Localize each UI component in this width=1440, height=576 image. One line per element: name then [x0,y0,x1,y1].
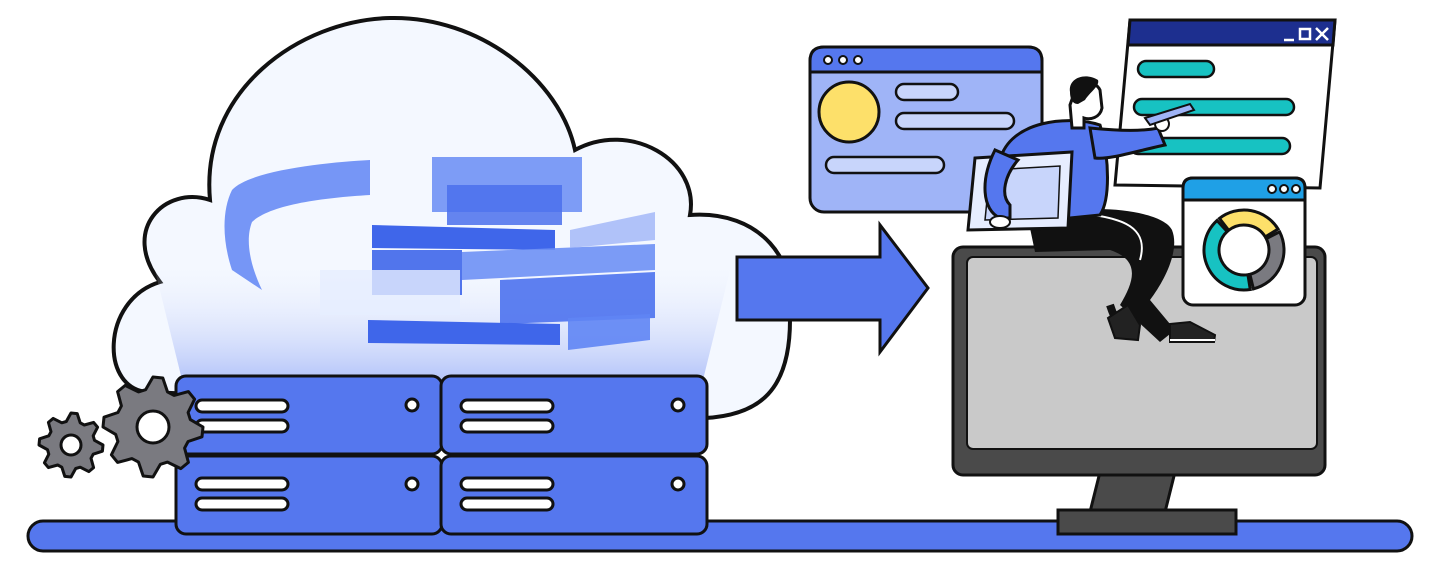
person-icon [966,76,1217,343]
donut-chart-icon [1202,208,1286,292]
server-unit [439,374,709,456]
donut-slice-teal [1202,218,1252,292]
server-unit [174,454,444,536]
pen-icon [1143,102,1196,127]
gear-icon [37,411,105,479]
window-controls-icon [1284,27,1329,42]
task-window [1113,18,1337,190]
arrow-right-icon [735,220,930,357]
avatar [817,80,881,144]
server-rack-icon [174,374,709,536]
chart-window [1181,176,1307,307]
server-unit [174,374,444,456]
server-unit [439,454,709,536]
donut-slice-gray [1248,229,1286,291]
hologram-data-rings [224,157,655,350]
gear-hole [135,409,171,445]
gear-icon [101,375,205,479]
donut-slice-yellow [1217,208,1281,239]
gear-hole [59,433,83,457]
